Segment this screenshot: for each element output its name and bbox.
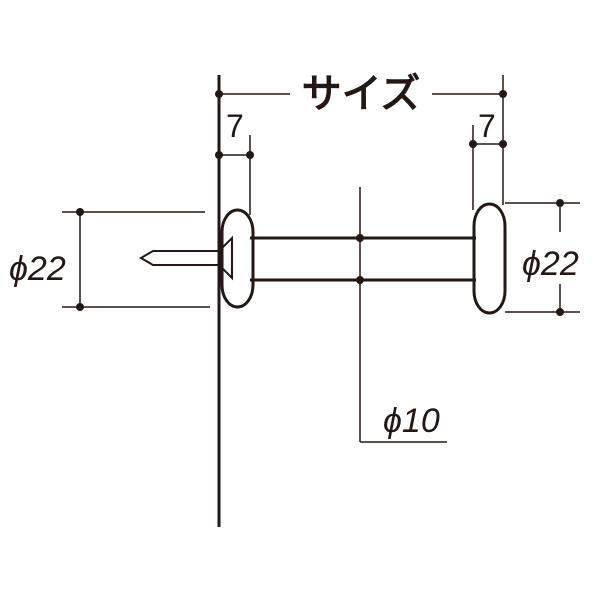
left-phi22-label: ϕ22 — [9, 250, 66, 288]
nail-icon — [139, 235, 233, 281]
bar-diameter-dimension: ϕ10 — [356, 187, 447, 443]
right-cap-width-dimension: 7 — [469, 108, 507, 210]
bar-rod — [250, 236, 476, 282]
bar-phi10-label: ϕ10 — [383, 402, 440, 440]
left-seven-label: 7 — [226, 108, 244, 144]
right-seven-label: 7 — [478, 108, 496, 144]
left-cap — [220, 208, 255, 309]
right-cap — [472, 202, 507, 315]
size-dimension: サイズ — [215, 72, 507, 205]
left-cap-width-dimension: 7 — [215, 108, 254, 215]
size-label: サイズ — [302, 72, 421, 116]
left-diameter-dimension: ϕ22 — [9, 208, 210, 311]
right-diameter-dimension: ϕ22 — [505, 199, 580, 316]
right-phi22-label: ϕ22 — [522, 245, 579, 283]
